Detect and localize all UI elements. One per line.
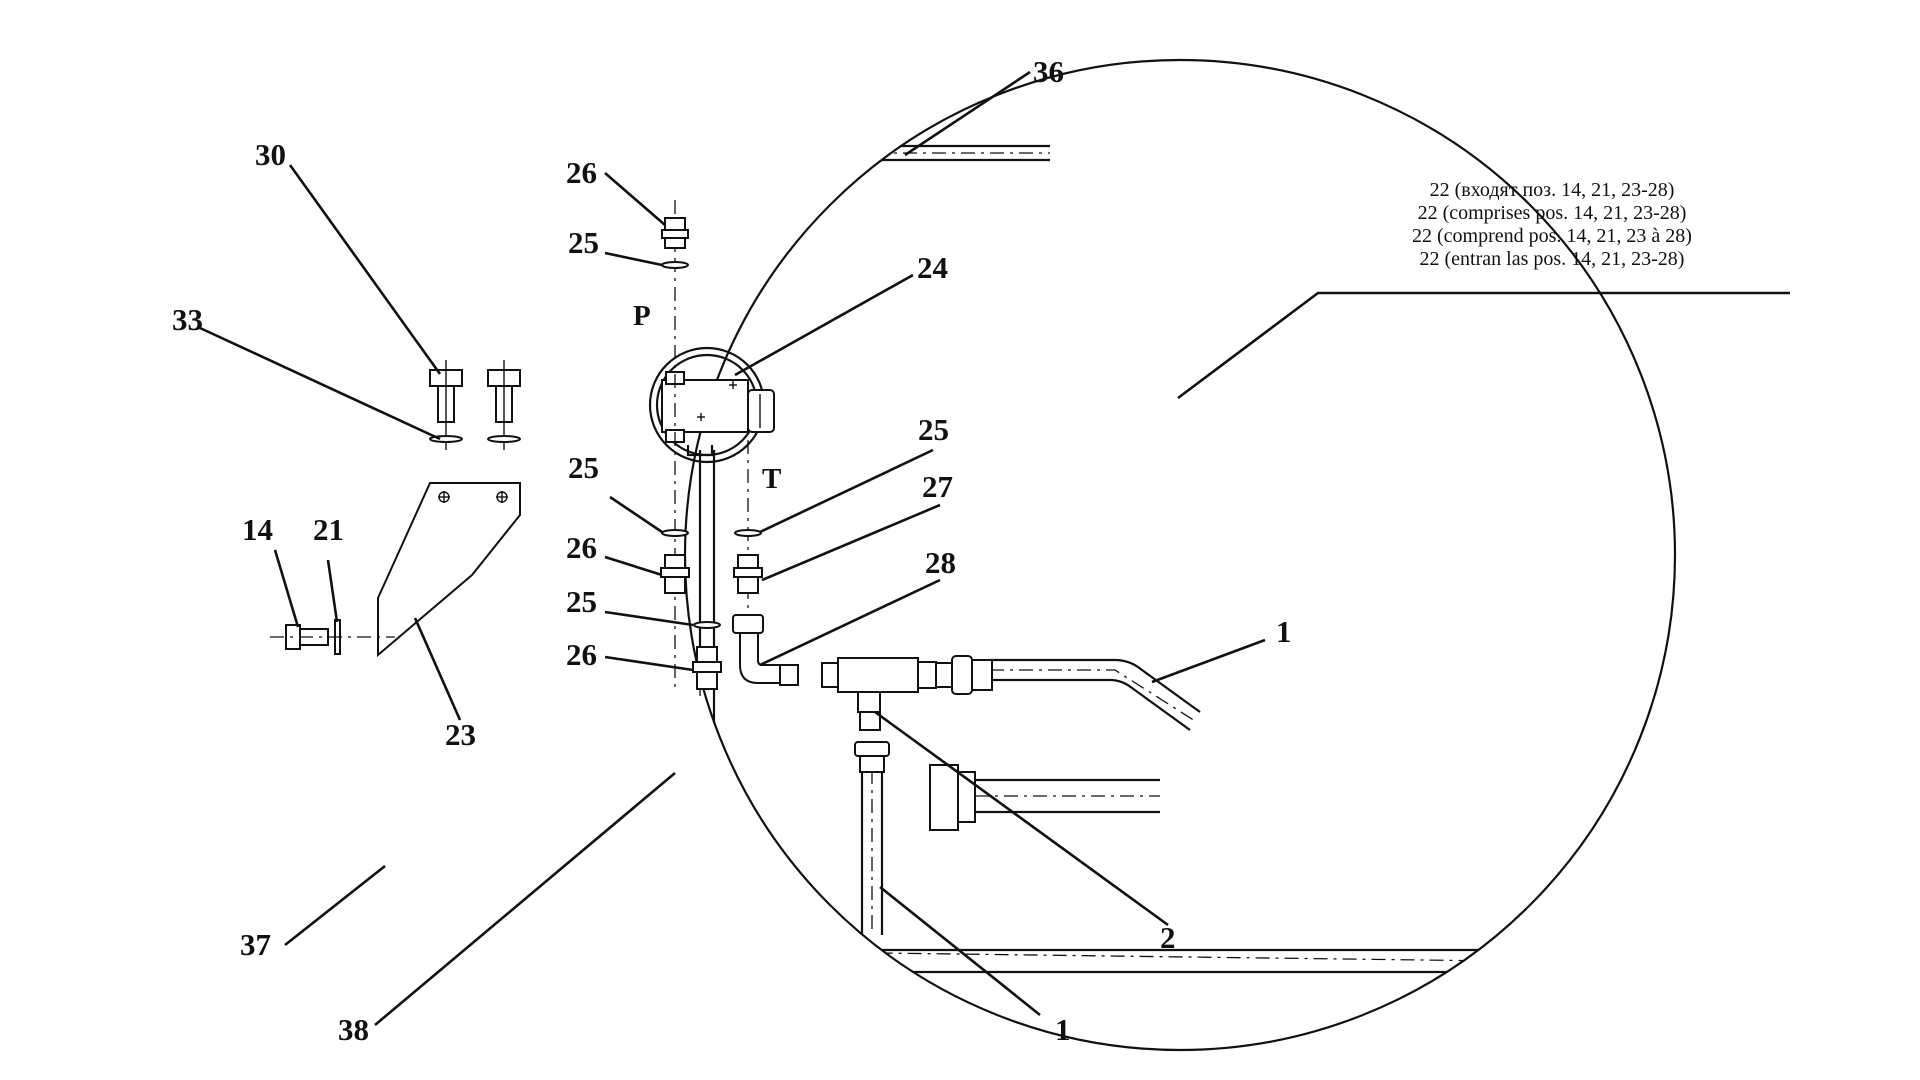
pipe-1-lower: [854, 741, 890, 935]
callout-21: 21: [313, 512, 344, 547]
callout-1-lower: 1: [1055, 1012, 1071, 1047]
washer-33: [429, 435, 521, 443]
assembly-note: 22 (входят поз. 14, 21, 23-28) 22 (compr…: [1412, 179, 1692, 270]
port-t-label: T: [762, 463, 781, 495]
callout-26-top: 26: [566, 155, 597, 190]
callout-26-left: 26: [566, 530, 597, 565]
pipe-37: [300, 845, 666, 867]
pipe-1-upper: [990, 658, 1201, 731]
callout-1-upper: 1: [1276, 614, 1292, 649]
callout-2: 2: [1160, 920, 1176, 955]
pipe-38: [685, 672, 690, 737]
callout-38: 38: [338, 1012, 369, 1047]
callout-36: 36: [1033, 54, 1064, 89]
callout-25-right: 25: [918, 412, 949, 447]
fitting-26-left: [660, 554, 690, 594]
elbow-28: [732, 614, 799, 686]
note-line-es: 22 (entran las pos. 14, 21, 23-28): [1420, 248, 1685, 270]
callout-37: 37: [240, 927, 271, 962]
assembly-leader: [1177, 291, 1790, 400]
callout-30: 30: [255, 137, 286, 172]
fitting-27: [733, 554, 763, 594]
callout-26-lower: 26: [566, 637, 597, 672]
callout-33: 33: [172, 302, 203, 337]
callout-28: 28: [925, 545, 956, 580]
callout-23: 23: [445, 717, 476, 752]
callout-24: 24: [917, 250, 948, 285]
callout-14: 14: [242, 512, 273, 547]
note-line-ru: 22 (входят поз. 14, 21, 23-28): [1430, 179, 1675, 201]
shaft-component: [929, 764, 1160, 831]
note-line-en: 22 (comprises pos. 14, 21, 23-28): [1418, 202, 1687, 224]
bracket-23: [377, 482, 521, 658]
washer-25-left: [661, 529, 689, 537]
callout-25-left: 25: [568, 450, 599, 485]
leader-lines: [199, 70, 1266, 1026]
bolt-14: [285, 624, 329, 650]
fitting-26-top: [661, 217, 689, 249]
callout-27: 27: [922, 469, 953, 504]
note-line-fr: 22 (comprend pos. 14, 21, 23 à 28): [1412, 225, 1692, 247]
callouts: 36 30 26 25 24 33 25 25 27 26 28 14 21 2…: [172, 54, 1292, 1047]
tee-fitting-2: [821, 655, 993, 731]
callout-25-mid: 25: [566, 584, 597, 619]
fitting-26-lower: [692, 646, 722, 690]
washer-25-mid: [693, 621, 721, 629]
callout-25-top: 25: [568, 225, 599, 260]
pipe-36: [685, 143, 1050, 203]
washer-25-top: [661, 261, 689, 269]
washer-25-right: [734, 529, 762, 537]
port-p-label: P: [633, 300, 651, 332]
valve-24: [648, 346, 775, 464]
